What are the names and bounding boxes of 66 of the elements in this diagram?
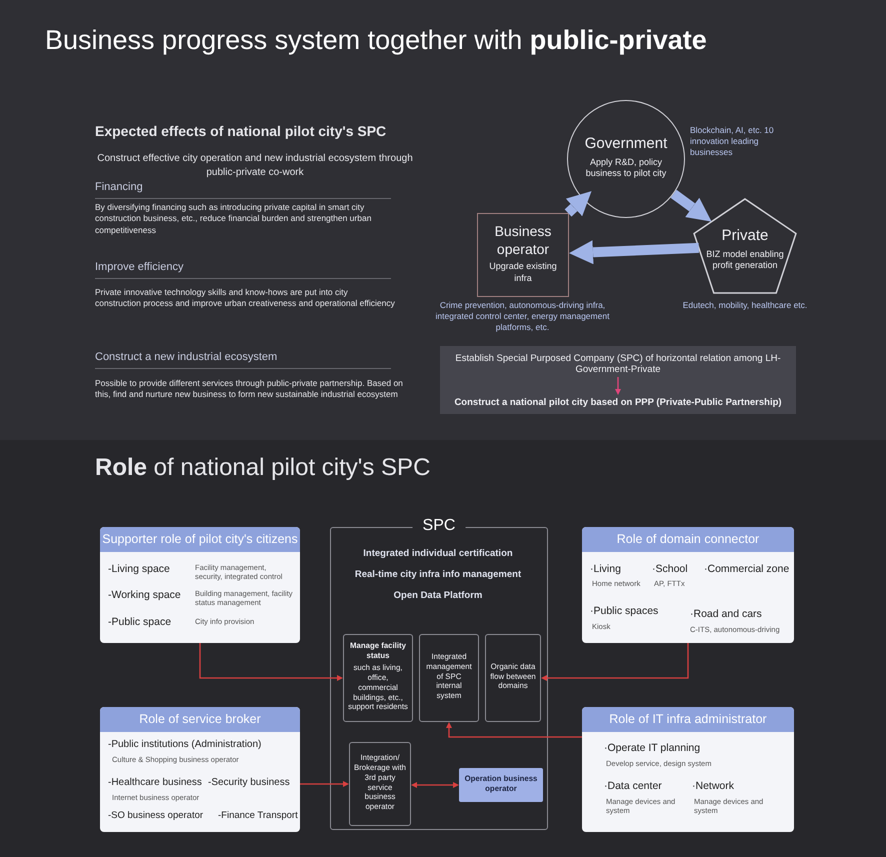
- list-item: ·School: [652, 563, 689, 576]
- arrow: [564, 191, 592, 217]
- list-item: ·Commercial zone: [704, 563, 790, 576]
- arrow: [199, 643, 343, 681]
- section-heading: Expected effects of national pilot city's SPC: [95, 122, 388, 141]
- process-box: [459, 768, 543, 802]
- list-item: ·Public spaces: [590, 605, 660, 618]
- list-item: ·Network: [692, 780, 736, 794]
- paragraph: By diversifying financing such as introducing private capital in smart city construction business, etc., reduce financial burden and strengthen urban competitiveness: [95, 202, 372, 236]
- frame-text: Real-time city infra info management: [354, 569, 522, 580]
- page-title: Business progress system together with public-private: [45, 24, 707, 57]
- card-header: Role of domain connector: [582, 527, 794, 552]
- process-box: [485, 634, 541, 722]
- list-item: ·Living: [590, 563, 622, 576]
- card-header: Role of service broker: [100, 707, 300, 732]
- node-note: Blockchain, AI, etc. 10 innovation leading businesses: [690, 125, 775, 158]
- arrow: [670, 190, 712, 222]
- list-item: -Finance Transport: [218, 810, 298, 822]
- subheading: Financing: [95, 180, 391, 199]
- frame-text: Open Data Platform: [392, 590, 484, 601]
- list-item: ·Operate IT planning: [604, 742, 702, 756]
- role-card: [100, 527, 300, 643]
- list-item: -Working space: [108, 589, 182, 602]
- process-box: [343, 634, 413, 722]
- list-item: -Healthcare business: [108, 777, 203, 790]
- arrow: [569, 240, 699, 264]
- frame-text: Integrated individual certification: [362, 548, 514, 559]
- list-item: ·Data center: [604, 780, 663, 794]
- band-text: Establish Special Purposed Company (SPC) of horizontal relation among LH-Government-Private: [450, 351, 786, 377]
- node-note: Edutech, mobility, healthcare etc.: [682, 300, 808, 312]
- role-card: [582, 527, 794, 643]
- subheading: Construct a new industrial ecosystem: [95, 350, 391, 369]
- section-heading: Role of national pilot city's SPC: [95, 453, 432, 483]
- process-box: [419, 634, 479, 722]
- arrow: [411, 782, 459, 788]
- card-header: Supporter role of pilot city's citizens: [100, 527, 300, 552]
- arrow: [541, 643, 689, 681]
- list-item: ·Road and cars: [690, 608, 763, 622]
- node-title: Government: [584, 135, 668, 154]
- arrow: [615, 377, 621, 395]
- paragraph: Possible to provide different services through public-private partnership. Based on this, find and nurture new business to form new sustainable industrial ecosystem: [95, 378, 404, 401]
- node-note: Crime prevention, autonomous-driving infra, integrated control center, energy management platforms, etc.: [434, 300, 610, 334]
- paragraph: Private innovative technology skills and know-hows are put into city construction process and improve urban creativeness and operational efficiency: [95, 287, 395, 310]
- card-header: Role of IT infra administrator: [582, 707, 794, 732]
- circle-node: [567, 100, 685, 218]
- node-text: Upgrade existing infra: [488, 261, 558, 284]
- role-card: [582, 707, 794, 832]
- role-card: [100, 707, 300, 832]
- list-item: -SO business operator: [108, 810, 204, 822]
- node-text: BIZ model enabling profit generation: [705, 249, 785, 272]
- process-box: [477, 213, 569, 297]
- process-box: [349, 742, 411, 826]
- info-band: [440, 346, 796, 414]
- paragraph: Construct effective city operation and new industrial ecosystem through public-private co-work: [96, 152, 414, 179]
- arrow: [446, 722, 582, 738]
- node-title: Private: [722, 227, 768, 246]
- subheading: Improve efficiency: [95, 260, 391, 279]
- list-item: -Living space: [108, 563, 171, 576]
- arrow: [300, 781, 349, 787]
- list-item: -Security business: [208, 777, 291, 790]
- list-item: -Public space: [108, 616, 172, 630]
- node-text: Apply R&D, policy business to pilot city: [584, 157, 668, 180]
- pentagon-node: [693, 198, 797, 294]
- band-text: Construct a national pilot city based on PPP (Private-Public Partnership): [450, 395, 786, 409]
- node-title: Business operator: [494, 223, 552, 258]
- list-item: -Public institutions (Administration): [108, 739, 262, 752]
